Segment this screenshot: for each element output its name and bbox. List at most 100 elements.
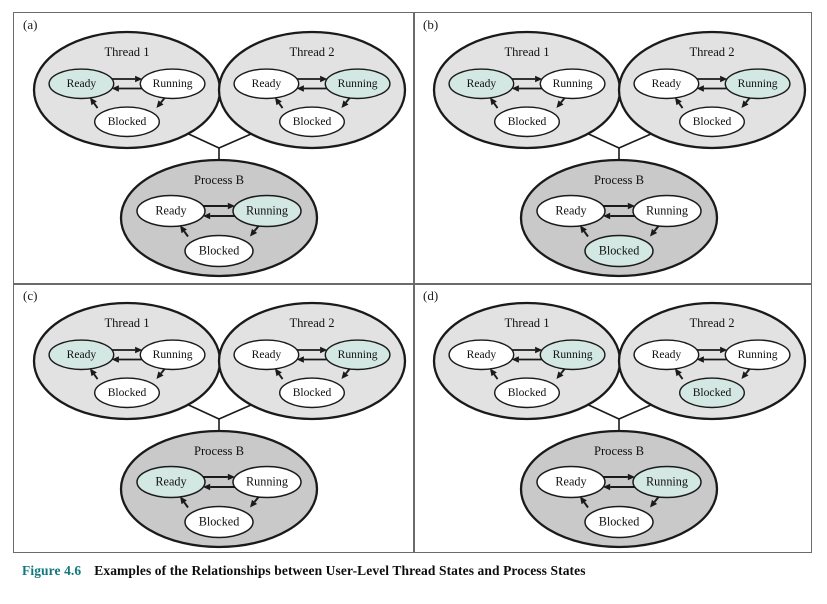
thread-2-state-ready-label: Ready [252,77,282,90]
thread-2-state-ready-label: Ready [652,348,682,361]
thread-1-state-running-label: Running [153,348,193,361]
thread-2-state-running [324,68,391,100]
process-b-arrow-ready-to-running [203,202,235,210]
thread-2-title: Thread 2 [289,316,334,330]
process-b-arrow-ready-to-running [603,202,635,210]
process-b-state-running-label: Running [246,474,288,488]
thread-1-state-ready [48,68,115,100]
thread-2-title: Thread 2 [289,45,334,59]
process-b-arrow-running-to-ready [203,212,235,220]
thread-2-state-running [324,339,391,371]
panel-label-c: (c) [23,288,38,303]
thread-2-arrow-running-to-ready [296,85,328,92]
thread-1-state-ready-label: Ready [467,348,497,361]
process-b-state-blocked-label: Blocked [599,243,640,257]
thread-1-state-blocked-label: Blocked [508,386,547,399]
thread-2-state-blocked [678,377,746,409]
thread-1-arrow-running-to-ready [111,356,143,363]
process-b-title: Process B [194,444,244,458]
thread-1-state-blocked-label: Blocked [108,115,147,128]
thread-1-state-running-label: Running [553,348,593,361]
process-b-state-running-label: Running [246,203,288,217]
panel-label-d: (d) [423,288,439,303]
thread-1-arrow-blocked-to-ready [89,368,99,380]
process-b-state-running-label: Running [646,203,688,217]
thread-2-state-ready [233,339,300,371]
process-b-state-ready-label: Ready [155,203,187,217]
thread-2-state-running-label: Running [738,348,778,361]
process-b-state-ready-label: Ready [555,203,587,217]
thread-2-arrow-ready-to-running [296,75,328,83]
thread-2-arrow-running-to-ready [296,356,328,363]
thread-2-state-blocked [278,106,346,138]
thread-1-state-ready [48,339,115,371]
process-b-state-ready [136,465,206,499]
process-b-state-blocked-label: Blocked [599,514,640,528]
thread-1-state-running [539,339,606,371]
process-b-arrow-blocked-to-ready [180,496,189,509]
thread-1-arrow-running-to-ready [111,85,143,92]
panel-label-a: (a) [23,17,38,32]
thread-1-state-blocked-label: Blocked [508,115,547,128]
process-b-state-blocked [184,505,254,539]
process-b-arrow-blocked-to-ready [580,496,589,509]
grid-divider-horizontal [14,283,811,285]
thread-1-title: Thread 1 [104,316,149,330]
thread-1-arrow-ready-to-running [511,75,543,83]
thread-1-arrow-blocked-to-ready [489,97,499,109]
thread-2-ellipse [617,301,807,421]
thread-1-state-running [539,68,606,100]
thread-1-state-ready [448,68,515,100]
process-b-state-running [632,465,702,499]
thread-2-title: Thread 2 [689,45,734,59]
process-b-state-ready-label: Ready [555,474,587,488]
thread-1-arrow-blocked-to-ready [489,368,499,380]
thread-1-state-ready-label: Ready [67,77,97,90]
thread-1-state-ready [448,339,515,371]
process-b-arrow-blocked-to-ready [580,225,589,238]
thread-1-arrow-ready-to-running [111,346,143,354]
thread-2-state-blocked-label: Blocked [693,386,732,399]
figure-caption-text: Examples of the Relationships between Us… [94,563,586,578]
process-b-ellipse [119,158,319,278]
thread-2-state-ready-label: Ready [652,77,682,90]
thread-2-state-blocked [678,106,746,138]
process-b-arrow-running-to-ready [603,483,635,491]
process-b-arrow-running-to-ready [603,212,635,220]
thread-1-state-blocked [93,377,161,409]
thread-2-state-running-label: Running [338,77,378,90]
thread-2-state-ready [633,339,700,371]
thread-1-state-blocked-label: Blocked [108,386,147,399]
thread-1-title: Thread 1 [104,45,149,59]
thread-1-state-running [139,339,206,371]
process-b-state-blocked [184,234,254,268]
thread-2-arrow-ready-to-running [296,346,328,354]
process-b-state-blocked [584,505,654,539]
thread-1-arrow-ready-to-running [111,75,143,83]
process-b-ellipse [519,429,719,549]
thread-1-state-ready-label: Ready [67,348,97,361]
thread-2-state-ready-label: Ready [252,348,282,361]
thread-2-state-running-label: Running [338,348,378,361]
thread-2-arrow-blocked-to-ready [274,97,284,109]
thread-1-state-blocked [93,106,161,138]
process-b-title: Process B [194,173,244,187]
process-b-state-blocked [584,234,654,268]
